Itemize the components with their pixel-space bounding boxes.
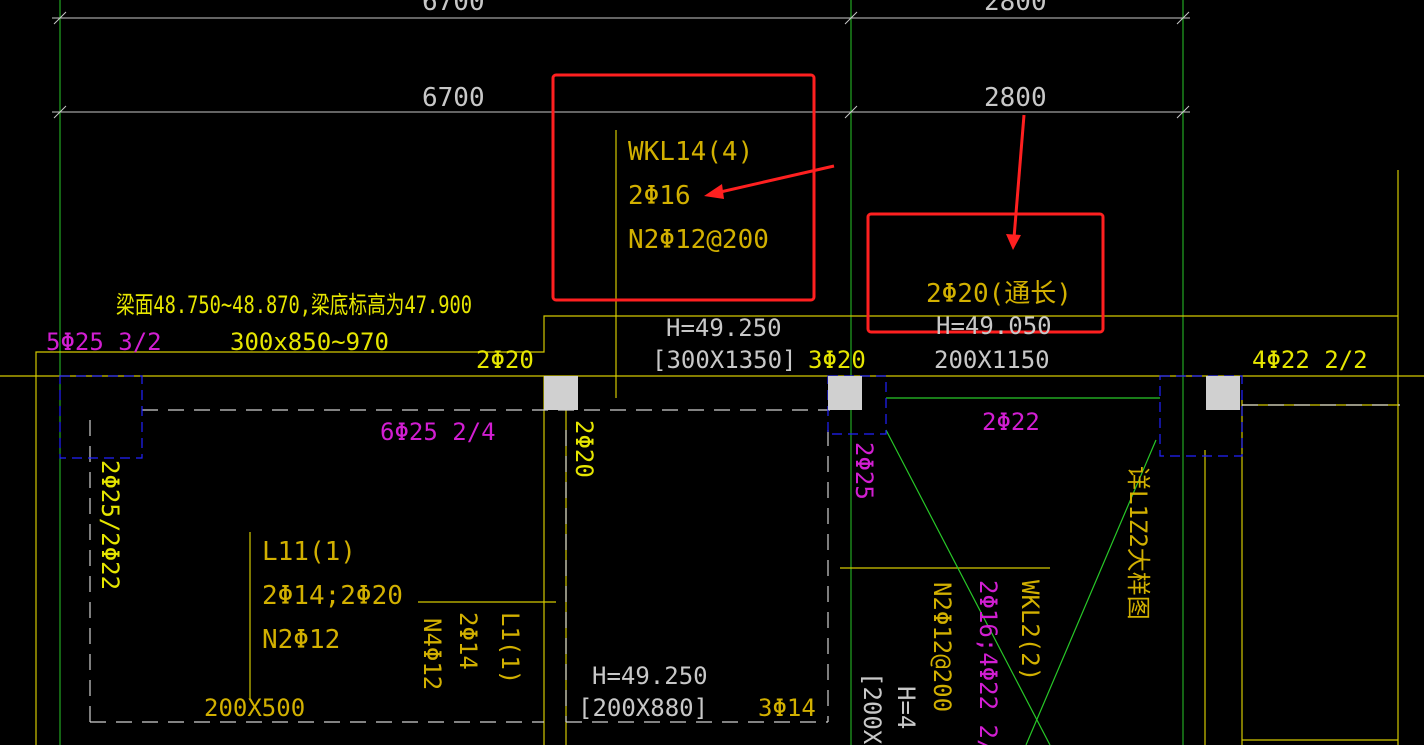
dashed-beams (89, 404, 1400, 723)
section-left: 300x850~970 (230, 328, 389, 356)
green-lines (885, 397, 1160, 745)
dim-text-right: 2800 (984, 83, 1047, 113)
column-blue-right (1159, 375, 1243, 457)
elev-mid: H=49.250 (666, 314, 782, 342)
red-arrow-down-shaft (1012, 114, 1026, 239)
dim-text-top-left: 6700 (422, 0, 485, 17)
column-gray-right (1206, 376, 1240, 410)
dim-text-left: 6700 (422, 83, 485, 113)
vert-detail-note: 详L1Z2大样图 (1124, 466, 1152, 620)
red-annotations (551, 73, 1105, 334)
section-lower: [200X880] (578, 694, 708, 722)
section-mid: [300X1350] (652, 346, 797, 374)
highlight-box-wkl14 (551, 73, 816, 302)
red-arrow-left-shaft (715, 164, 835, 195)
column-blue-mid (827, 375, 887, 435)
beam-upper-edge (35, 315, 1398, 745)
beam-outlines (0, 130, 1424, 745)
l11-side-bars: N2Φ12 (262, 625, 340, 655)
rebar-vert-2phi20: 2Φ20 (570, 420, 598, 478)
vert-elev-cut: H=4 (892, 686, 920, 729)
wkl14-top-bars: 2Φ16 (628, 181, 691, 211)
red-arrow-down-head (1006, 234, 1021, 250)
red-arrow-left-head (704, 184, 724, 199)
l11-name: L11(1) (262, 537, 356, 567)
through-bars-note: 2Φ20(通长) (926, 279, 1072, 309)
wkl14-side-bars: N2Φ12@200 (628, 225, 769, 255)
l1-side-bars: N4Φ12 (418, 618, 446, 690)
wkl2-bars: 2Φ16;4Φ22 2/2 (974, 580, 1002, 745)
section-200x500: 200X500 (204, 694, 305, 722)
wkl2-name: WKL2(2) (1016, 580, 1044, 681)
rebar-left-top: 5Φ25 3/2 (46, 328, 162, 356)
rebar-right-top: 4Φ22 2/2 (1252, 346, 1368, 374)
wkl14-name: WKL14(4) (628, 137, 753, 167)
rebar-vert-2phi25: 2Φ25 (850, 442, 878, 500)
rebar-2phi20-a: 2Φ20 (476, 346, 534, 374)
highlight-box-through-bars (866, 212, 1105, 334)
dimension-lines (52, 0, 1190, 745)
wkl2-side-bars: N2Φ12@200 (928, 582, 956, 712)
columns (59, 375, 1243, 459)
rebar-vert-left: 2Φ25/2Φ22 (96, 460, 124, 590)
dim-text-top-right: 2800 (984, 0, 1047, 17)
rebar-3phi14: 3Φ14 (758, 694, 816, 722)
rebar-6phi25: 6Φ25 2/4 (380, 418, 496, 446)
rebar-3phi20: 3Φ20 (808, 346, 866, 374)
l1-name: L1(1) (496, 612, 524, 684)
l1-bars: 2Φ14 (454, 612, 482, 670)
column-gray-mid (828, 376, 862, 410)
l11-bars: 2Φ14;2Φ20 (262, 581, 403, 611)
beam-top-note: 梁面48.750~48.870,梁底标高为47.900 (116, 291, 472, 319)
elev-right: H=49.050 (936, 312, 1052, 340)
elev-lower: H=49.250 (592, 662, 708, 690)
section-right: 200X1150 (934, 346, 1050, 374)
vert-section-cut: [200X1 (858, 672, 886, 745)
column-gray-mid-left (544, 376, 578, 410)
rebar-2phi22: 2Φ22 (982, 408, 1040, 436)
column-blue-left (59, 375, 143, 459)
